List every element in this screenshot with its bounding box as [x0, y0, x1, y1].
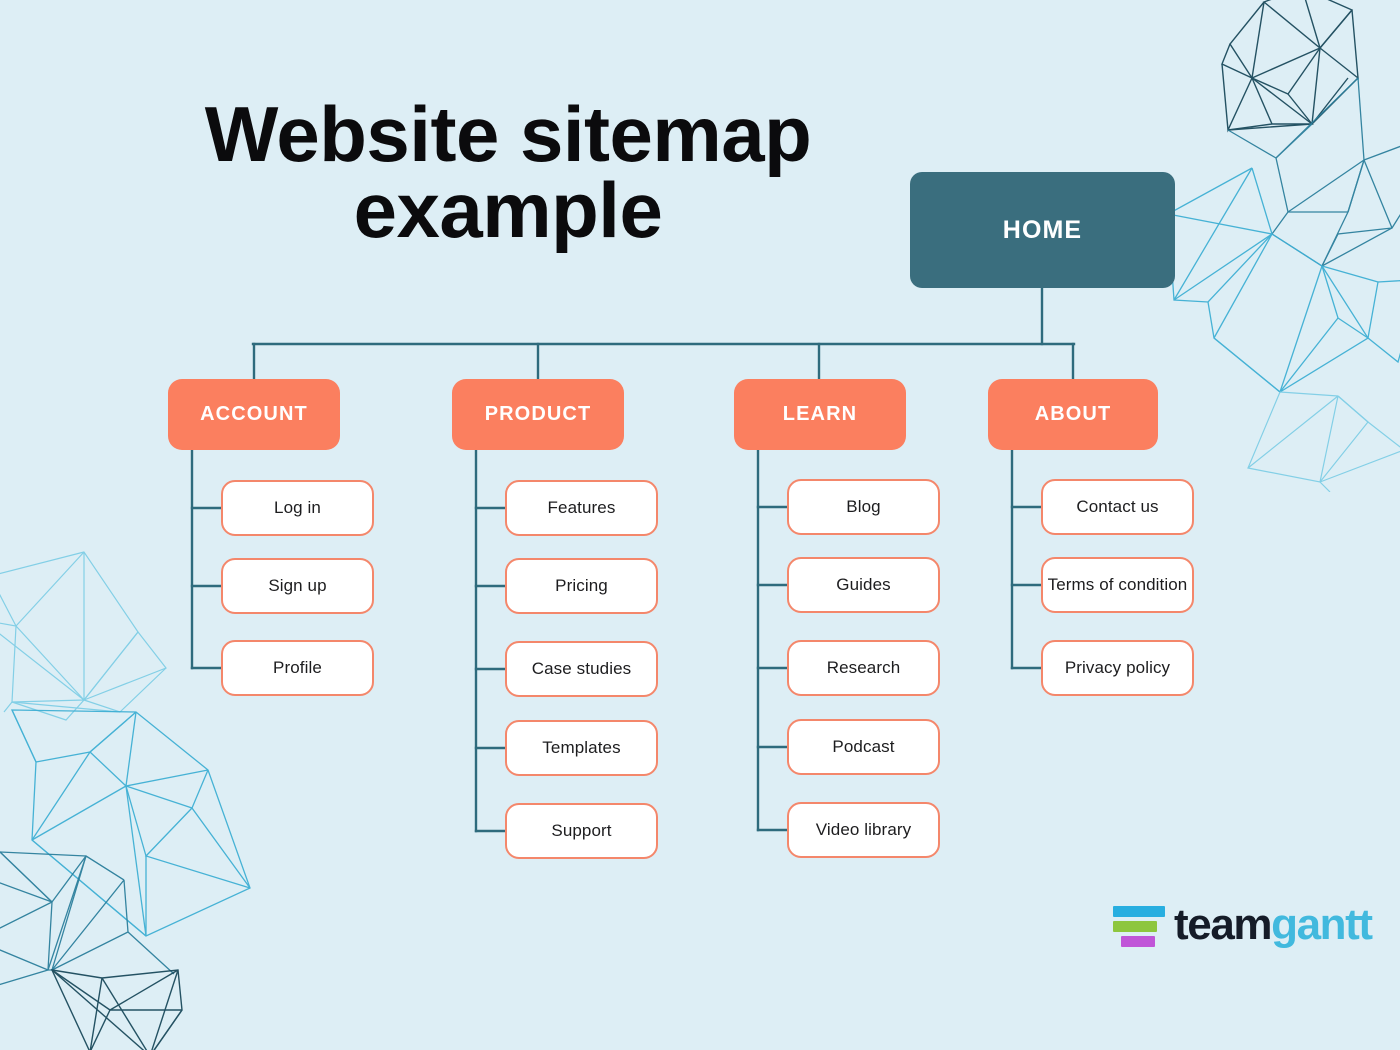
sitemap-leaf-guides[interactable]: Guides [787, 557, 940, 613]
page-title-line-2: example [353, 166, 663, 255]
sitemap-node-learn[interactable]: LEARN [734, 379, 906, 450]
sitemap-leaf-sign-up[interactable]: Sign up [221, 558, 374, 614]
sitemap-leaf-blog[interactable]: Blog [787, 479, 940, 535]
sitemap-leaf-profile[interactable]: Profile [221, 640, 374, 696]
gantt-bar-green [1113, 921, 1157, 932]
sitemap-leaf-templates[interactable]: Templates [505, 720, 658, 776]
sitemap-node-product[interactable]: PRODUCT [452, 379, 624, 450]
logo-wordmark: teamgantt [1174, 900, 1373, 949]
page-title-line-1: Website sitemap [204, 90, 812, 178]
gantt-bars-icon [1113, 903, 1165, 947]
sitemap-leaf-research[interactable]: Research [787, 640, 940, 696]
sitemap-leaf-privacy-policy[interactable]: Privacy policy [1041, 640, 1194, 696]
sitemap-leaf-contact-us[interactable]: Contact us [1041, 479, 1194, 535]
sitemap-node-home[interactable]: HOME [910, 172, 1175, 288]
sitemap-leaf-podcast[interactable]: Podcast [787, 719, 940, 775]
gantt-bar-purple [1121, 936, 1155, 947]
sitemap-leaf-support[interactable]: Support [505, 803, 658, 859]
sitemap-leaf-pricing[interactable]: Pricing [505, 558, 658, 614]
logo-wordmark-team: team [1174, 900, 1273, 949]
sitemap-leaf-terms-of-condition[interactable]: Terms of condition [1041, 557, 1194, 613]
page-title: Website sitemap example [168, 90, 848, 255]
teamgantt-logo: teamgantt [1113, 900, 1373, 949]
sitemap-leaf-case-studies[interactable]: Case studies [505, 641, 658, 697]
sitemap-node-account[interactable]: ACCOUNT [168, 379, 340, 450]
sitemap-leaf-video-library[interactable]: Video library [787, 802, 940, 858]
sitemap-node-about[interactable]: ABOUT [988, 379, 1158, 450]
logo-wordmark-gantt: gantt [1271, 900, 1373, 949]
gantt-bar-blue [1113, 906, 1165, 917]
sitemap-leaf-features[interactable]: Features [505, 480, 658, 536]
sitemap-leaf-log-in[interactable]: Log in [221, 480, 374, 536]
